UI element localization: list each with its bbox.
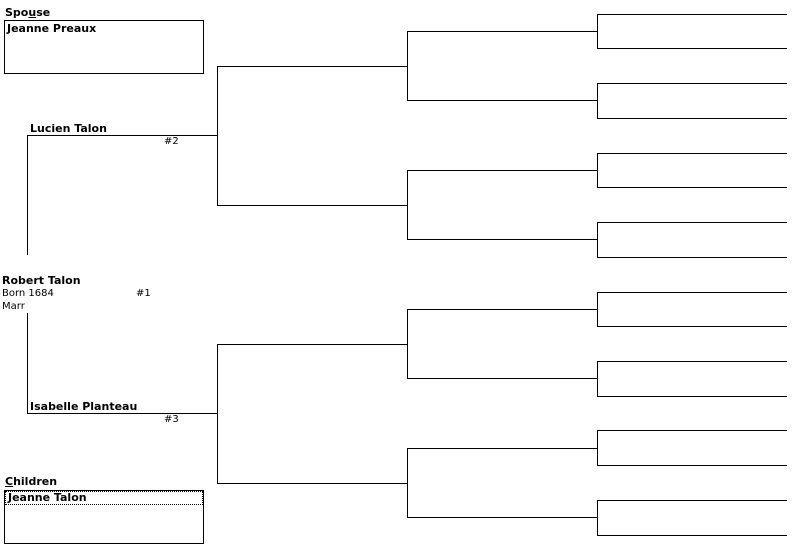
spouse-label: Spouse [5,6,51,19]
gen4-slot-3[interactable] [597,153,787,188]
gen5-box-6 [597,361,787,397]
gen5-box-4 [597,222,787,258]
mother-name[interactable]: Isabelle Planteau [30,400,138,413]
spouse-box[interactable]: Jeanne Preaux [4,20,204,74]
gen4-slot-1[interactable] [597,14,787,49]
primary-born: Born 1684 [2,288,54,299]
gen5-box-7 [597,430,787,466]
gen4-slot-7[interactable] [597,430,787,465]
father-number: #2 [164,136,179,147]
primary-number: #1 [136,288,151,299]
gen5-box-1 [597,14,787,49]
children-box[interactable]: Jeanne Talon [4,490,204,544]
gen5-box-3 [597,153,787,188]
gen4-slot-8[interactable] [597,500,787,535]
gen4-slot-6[interactable] [597,361,787,396]
mother-number: #3 [164,414,179,425]
gen5-box-5 [597,292,787,327]
children-label: Children [5,475,58,488]
spouse-name: Jeanne Preaux [7,22,97,35]
gen4-slot-5[interactable] [597,292,787,327]
gen4-slot-2[interactable] [597,83,787,118]
primary-married: Marr [2,301,25,312]
children-list-item[interactable]: Jeanne Talon [5,491,203,505]
father-name[interactable]: Lucien Talon [30,122,107,135]
gen5-box-8 [597,500,787,536]
gen5-box-2 [597,83,787,119]
primary-name[interactable]: Robert Talon [2,274,81,287]
gen4-slot-4[interactable] [597,222,787,257]
